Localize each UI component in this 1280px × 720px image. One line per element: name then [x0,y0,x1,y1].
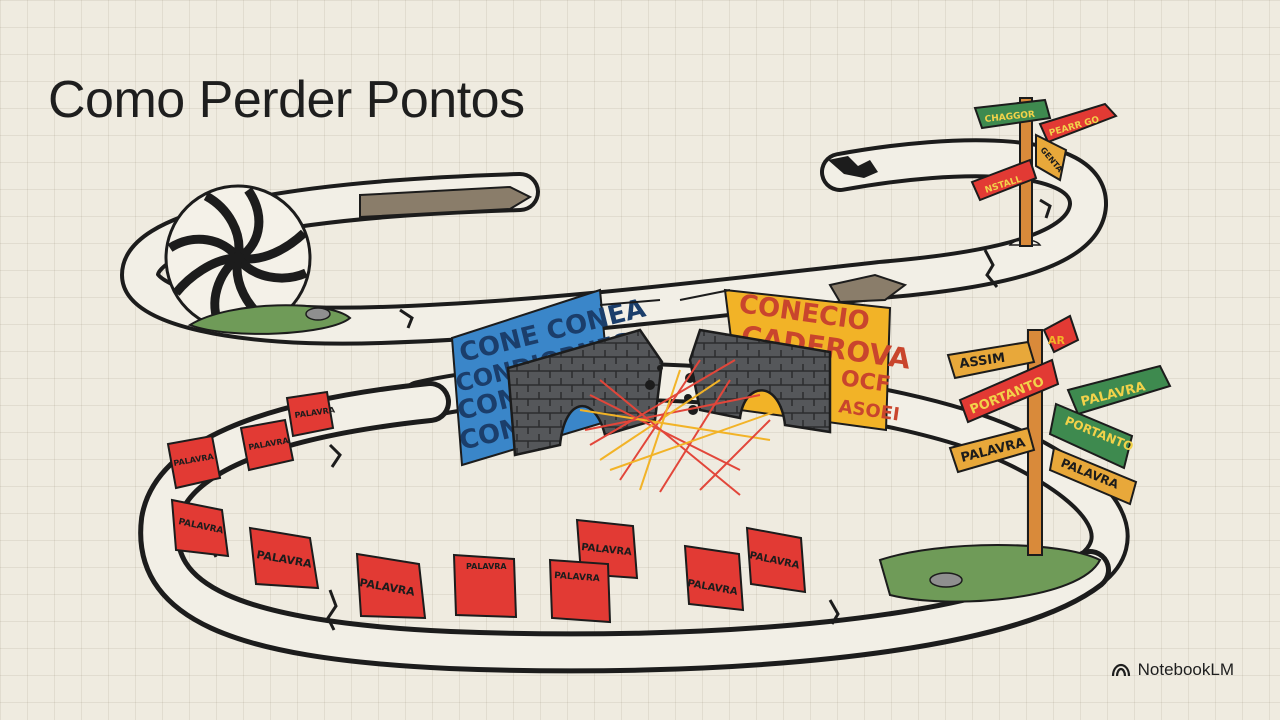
word-box-label: PALAVRA [554,571,600,584]
word-box: PALAVRA [239,418,295,472]
page-title: Como Perder Pontos [48,71,525,129]
word-box: PALAVRA [452,553,518,619]
word-box: PALAVRA [355,552,427,620]
word-box: PALAVRA [166,434,222,490]
brand-name: NotebookLM [1137,660,1234,679]
word-box: PALAVRA [548,558,612,624]
signpost-top: CHAGGOR PEARR GO NSTALL GENTA [970,97,1118,247]
word-box: PALAVRA [285,390,336,438]
sign-right-1: ASSIM [958,351,1006,372]
sign-right-7: AR [1048,334,1066,347]
notebooklm-logo-icon [1111,663,1130,677]
red-word-boxes: PALAVRA PALAVRA PALAVRA PALAVRA PALAVRA … [166,390,807,624]
notebooklm-brand: NotebookLM [1111,660,1234,680]
word-box: PALAVRA [170,498,230,558]
word-box: PALAVRA [248,526,320,590]
word-box-label: PALAVRA [581,542,633,558]
word-box: PALAVRA [683,544,745,612]
word-box: PALAVRA [745,526,807,594]
word-box-label: PALAVRA [466,562,507,571]
